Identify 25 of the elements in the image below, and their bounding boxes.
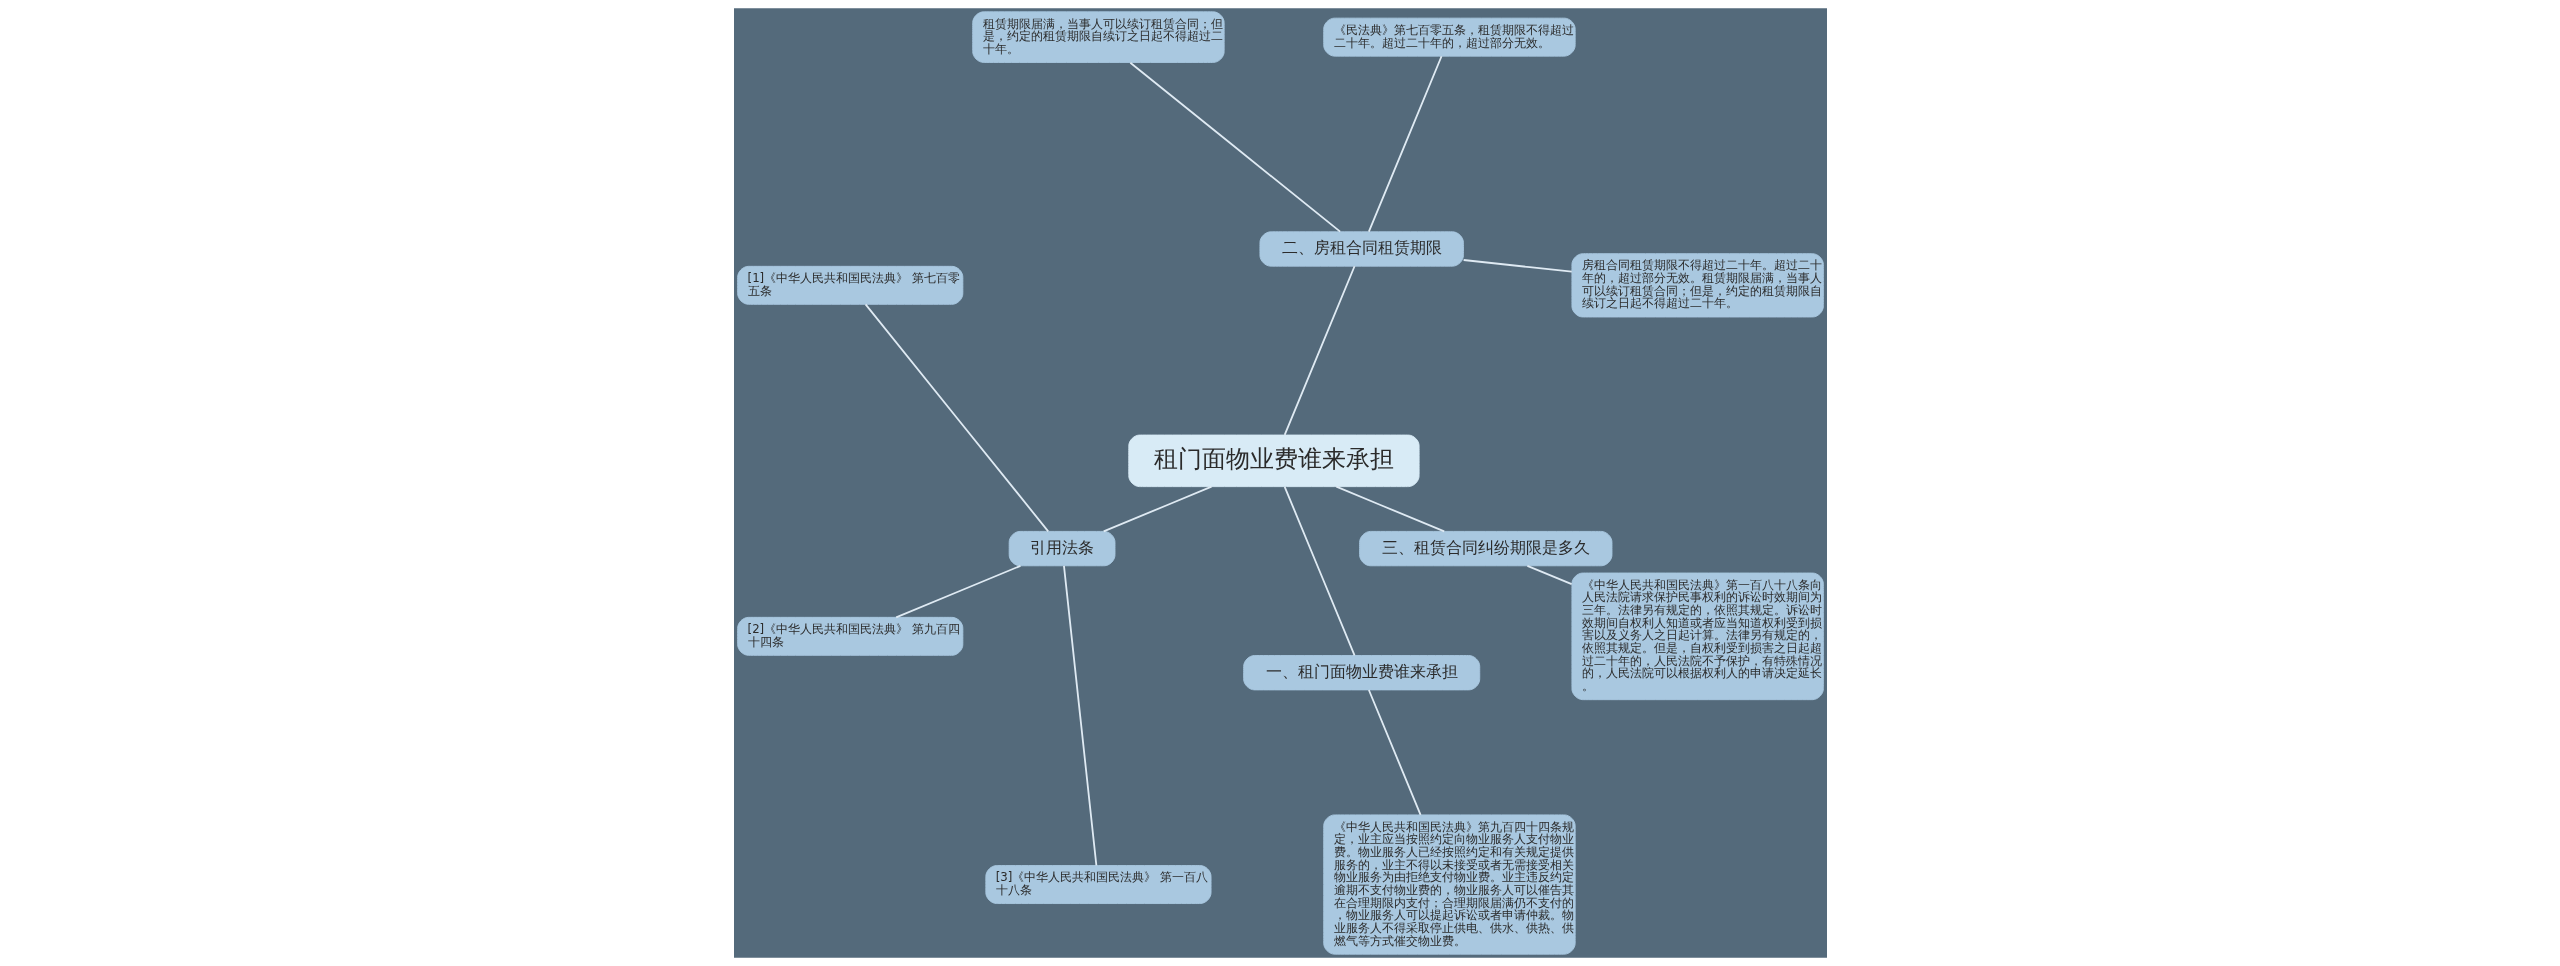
node-box: 租门面物业费谁来承担 (1127, 434, 1420, 488)
connector (1334, 485, 1445, 533)
node-box: 房租合同租赁期限不得超过二十年。超过二十年的，超过部分无效。租赁期限届满，当事人可以续订租赁合同；但是，约定的租赁期限自续订之日起不得超过二十年。 (1570, 253, 1824, 318)
node-box: 一、租门面物业费谁来承担 (1242, 655, 1480, 691)
node-box: [2]《中华人民共和国民法典》 第九百四十四条 (736, 616, 963, 656)
connector (1062, 565, 1097, 867)
connector (864, 303, 1049, 533)
connector (1128, 61, 1341, 233)
connector (1367, 689, 1421, 816)
node-box: [3]《中华人民共和国民法典》 第一百八十八条 (984, 865, 1211, 904)
node-box: [1]《中华人民共和国民法典》 第七百零五条 (736, 265, 963, 305)
connector (1526, 564, 1573, 586)
connector (1283, 265, 1355, 436)
node-box: 《中华人民共和国民法典》第一百八十八条向人民法院请求保护民事权利的诉讼时效期间为三年。法律另有规定的，依照其规定。诉讼时效期间自权利人知道或者应当知道权利受到损害以及义务人之日起计算。法律另有规定的，依照其规定。但是，自权利受到损害之日起超过二十年的，人民法院不予保护，有特殊情况的，人民法院可以根据权利人的申请决定延长。 (1570, 572, 1824, 701)
connector (894, 564, 1021, 619)
connector (1462, 259, 1573, 273)
node-box: 《中华人民共和国民法典》第九百四十四条规定，业主应当按照约定向物业服务人支付物业费。物业服务人已经按照约定和有关规定提供服务的，业主不得以未接受或者无需接受相关物业服务为由拒绝支付物业费。业主违反约定逾期不支付物业费的，物业服务人可以催告其在合理期限内支付；合理期限届满仍不支付的，物业服务人可以提起诉讼或者申请仲裁。物业服务人不得采取停止供电、供水、供热、供燃气等方式催交物业费。 (1322, 814, 1576, 955)
connector (1283, 485, 1355, 657)
node-box: 三、租赁合同纠纷期限是多久 (1358, 530, 1612, 567)
node-box: 《民法典》第七百零五条，租赁期限不得超过二十年。超过二十年的，超过部分无效。 (1322, 17, 1576, 57)
connector (1367, 55, 1442, 233)
node-box: 引用法条 (1008, 530, 1115, 567)
connector (1102, 485, 1212, 533)
node-box: 租赁期限届满，当事人可以续订租赁合同；但是，约定的租赁期限自续订之日起不得超过二十年。 (971, 11, 1225, 63)
node-box: 二、房租合同租赁期限 (1259, 231, 1464, 267)
